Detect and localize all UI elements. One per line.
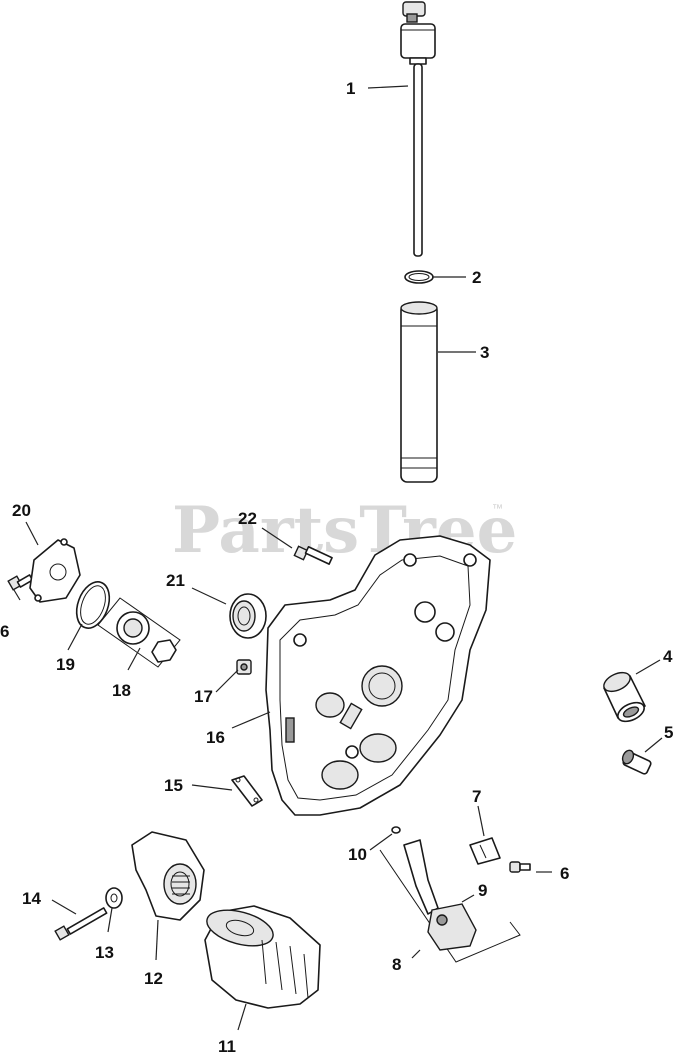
callout-15[interactable]: 15 bbox=[164, 776, 183, 795]
part-o-ring[interactable] bbox=[404, 270, 434, 284]
callout-18[interactable]: 18 bbox=[112, 681, 131, 700]
callout-6-left[interactable]: 6 bbox=[0, 622, 9, 641]
part-bracket[interactable] bbox=[469, 837, 501, 865]
callout-9[interactable]: 9 bbox=[478, 881, 487, 900]
callout-19[interactable]: 19 bbox=[56, 655, 75, 674]
callout-10[interactable]: 10 bbox=[348, 845, 367, 864]
callout-11[interactable]: 11 bbox=[218, 1037, 236, 1056]
callout-22[interactable]: 22 bbox=[238, 509, 257, 528]
callout-14[interactable]: 14 bbox=[22, 889, 41, 908]
part-sleeve[interactable] bbox=[601, 669, 647, 725]
part-bolt-22[interactable] bbox=[293, 545, 333, 565]
part-small-o-ring[interactable] bbox=[391, 826, 401, 834]
callout-8[interactable]: 8 bbox=[392, 955, 401, 974]
callout-13[interactable]: 13 bbox=[95, 943, 114, 962]
callout-3[interactable]: 3 bbox=[480, 343, 489, 362]
part-filter-adapter[interactable] bbox=[131, 831, 205, 921]
part-bolt-left[interactable] bbox=[7, 574, 34, 591]
part-plug[interactable] bbox=[236, 659, 252, 675]
part-bearing-kit[interactable] bbox=[97, 597, 181, 668]
leader-lines bbox=[13, 85, 663, 1031]
watermark-trademark: ™ bbox=[492, 503, 503, 515]
part-oil-filter[interactable] bbox=[203, 904, 321, 1009]
callout-5[interactable]: 5 bbox=[664, 723, 673, 742]
callout-2[interactable]: 2 bbox=[472, 268, 481, 287]
callout-7[interactable]: 7 bbox=[472, 787, 481, 806]
callout-6-right[interactable]: 6 bbox=[560, 864, 569, 883]
callout-4[interactable]: 4 bbox=[663, 647, 673, 666]
part-dipstick-tube[interactable] bbox=[400, 301, 438, 483]
callout-12[interactable]: 12 bbox=[144, 969, 163, 988]
callout-labels: 1 2 3 4 5 6 6 7 8 9 10 11 12 13 14 15 16… bbox=[0, 79, 673, 1056]
part-dipstick[interactable] bbox=[400, 1, 436, 257]
callout-20[interactable]: 20 bbox=[12, 501, 31, 520]
part-closure-plate[interactable] bbox=[265, 535, 491, 816]
part-cover-plate[interactable] bbox=[29, 538, 81, 603]
part-bolt-right[interactable] bbox=[509, 861, 531, 873]
callout-21[interactable]: 21 bbox=[166, 571, 185, 590]
callout-17[interactable]: 17 bbox=[194, 687, 213, 706]
part-oil-seal[interactable] bbox=[229, 593, 267, 639]
part-spline-gear[interactable] bbox=[621, 749, 652, 775]
part-clip[interactable] bbox=[231, 775, 263, 807]
callout-1[interactable]: 1 bbox=[346, 79, 355, 98]
part-long-bolt[interactable] bbox=[54, 907, 108, 941]
callout-16[interactable]: 16 bbox=[206, 728, 225, 747]
part-washer[interactable] bbox=[105, 887, 123, 909]
part-seal-ring[interactable] bbox=[71, 577, 116, 632]
part-pickup-assembly[interactable] bbox=[379, 839, 521, 963]
